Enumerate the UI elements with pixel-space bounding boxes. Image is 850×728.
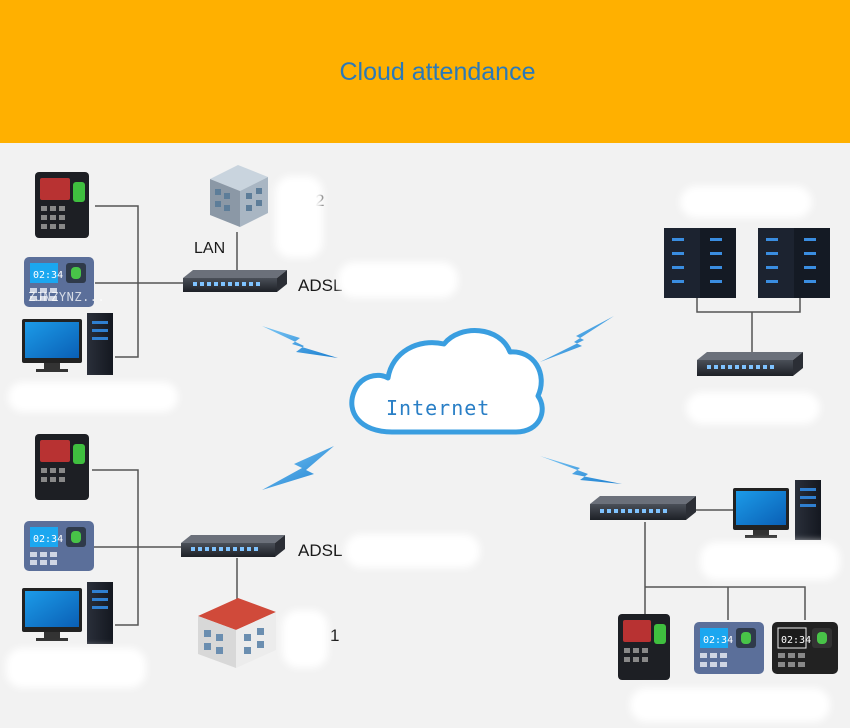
page-title: Cloud attendance	[339, 58, 536, 86]
network-switch-icon	[697, 352, 803, 376]
fingerprint-terminal-icon	[35, 172, 89, 238]
desktop-pc-icon	[22, 582, 113, 644]
lightning-icon	[540, 456, 622, 484]
cloud-label: Internet	[386, 396, 491, 420]
attendance-terminal-icon: 02:34	[772, 622, 838, 674]
redaction-patch	[680, 186, 812, 218]
attendance-terminal-icon: 02:34	[24, 521, 94, 571]
desktop-pc-icon	[22, 313, 113, 375]
bottom-right-wiring	[644, 509, 806, 620]
redaction-patch	[282, 610, 328, 668]
redaction-patch	[6, 648, 146, 688]
server-rack-icon	[664, 228, 736, 298]
attendance-terminal-icon: 02:34	[694, 622, 764, 674]
network-switch-icon	[590, 496, 696, 520]
svg-text:02:34: 02:34	[703, 635, 733, 646]
lightning-icon	[540, 316, 614, 362]
network-switch-icon	[181, 535, 285, 557]
adsl-label-bottom: ADSL	[298, 541, 343, 560]
redaction-patch	[630, 688, 830, 722]
redaction-patch	[345, 534, 480, 568]
redaction-patch	[8, 382, 178, 412]
fingerprint-terminal-icon	[618, 614, 670, 680]
svg-text:02:34: 02:34	[33, 534, 63, 545]
residential-building-icon	[198, 598, 276, 668]
server-rack-icon	[758, 228, 830, 298]
redaction-patch	[686, 392, 820, 424]
header-banner: Cloud attendance	[0, 0, 850, 143]
svg-text:02:34: 02:34	[781, 635, 811, 646]
top-left-wiring	[95, 205, 238, 358]
svg-text:02:34: 02:34	[33, 270, 63, 281]
lightning-icon	[262, 446, 334, 490]
adsl-label-top: ADSL	[298, 276, 343, 295]
fingerprint-terminal-icon	[35, 434, 89, 500]
lan-label: LAN	[194, 240, 226, 257]
redaction-patch	[700, 542, 840, 580]
lightning-icon	[262, 326, 338, 358]
top-right-wiring	[696, 298, 801, 352]
redaction-patch	[338, 262, 458, 298]
desktop-pc-icon	[733, 480, 821, 540]
cloud-icon	[349, 328, 545, 435]
network-switch-icon	[183, 270, 287, 292]
watermark: ZJNZYNZ...	[28, 290, 106, 304]
bottom-left-wiring	[92, 469, 238, 626]
office-building-icon	[210, 165, 268, 227]
attendance-terminal-icon: 02:34	[24, 257, 94, 307]
redaction-patch	[275, 176, 323, 258]
site-1-label: 1	[330, 626, 340, 645]
